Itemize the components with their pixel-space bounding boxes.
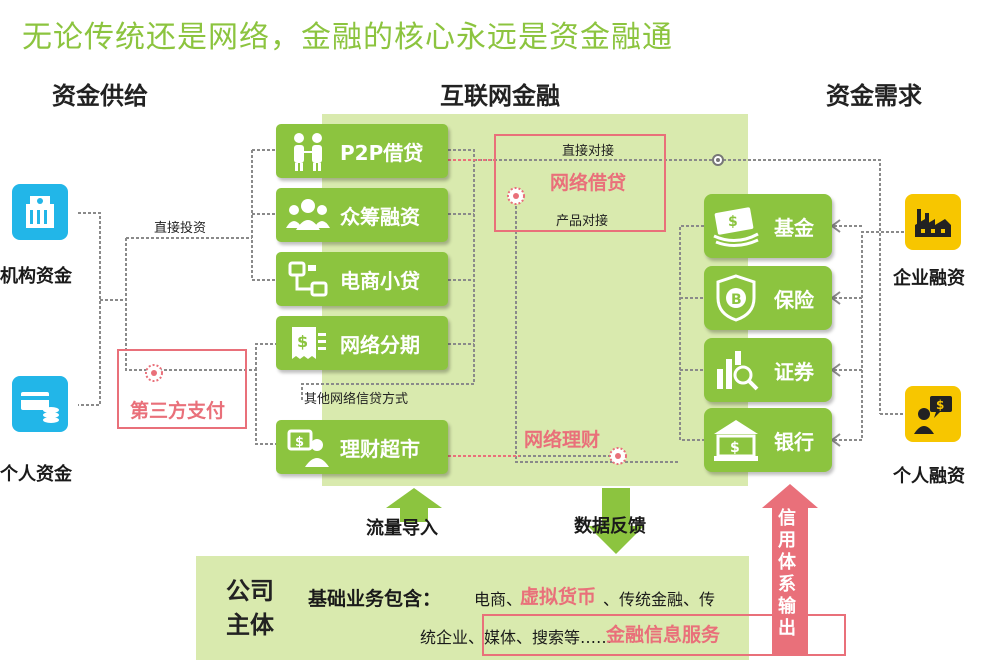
online-lending-box — [494, 134, 666, 232]
people-exchange-icon — [286, 129, 330, 173]
network-nodes-icon — [286, 257, 330, 301]
company-line1-b: 、传统金融、传 — [603, 590, 716, 609]
card-coins-icon — [12, 376, 68, 432]
online-installment-label: 网络分期 — [340, 332, 420, 357]
direct-connect-label: 直接对接 — [562, 144, 615, 159]
third-party-pay-label: 第三方支付 — [130, 400, 226, 422]
personal-financing-label: 个人融资 — [893, 466, 965, 487]
online-wealth-label: 网络理财 — [524, 429, 601, 451]
securities-label: 证券 — [774, 359, 814, 384]
p2p-lending-label: P2P借贷 — [340, 140, 424, 165]
bank-icon: $ — [710, 414, 762, 466]
bank-label: 银行 — [774, 429, 814, 454]
fund-label: 基金 — [774, 215, 814, 240]
product-connect-label: 产品对接 — [556, 214, 609, 229]
receipt-icon: $ — [286, 321, 330, 365]
crowdfunding-button[interactable]: 众筹融资 — [276, 188, 448, 242]
chart-magnifier-icon — [710, 344, 762, 396]
svg-text:$: $ — [728, 214, 738, 230]
institution-funds-label: 机构资金 — [0, 266, 72, 287]
ecommerce-loan-button[interactable]: 电商小贷 — [276, 252, 448, 306]
direct-invest-label: 直接投资 — [154, 221, 207, 236]
enterprise-financing-label: 企业融资 — [893, 268, 965, 289]
svg-text:$: $ — [730, 440, 740, 456]
bank-button[interactable]: $ 银行 — [704, 408, 832, 472]
ecommerce-loan-label: 电商小贷 — [340, 268, 420, 293]
shield-coin-icon: B — [710, 272, 762, 324]
company-line2-a: 统企业、媒体、搜索等…… — [420, 628, 613, 647]
fund-button[interactable]: $ 基金 — [704, 194, 832, 258]
feedback-down-arrow — [588, 488, 644, 554]
other-credit-methods-label: 其他网络信贷方式 — [304, 392, 409, 407]
company-lead-text: 基础业务包含： — [308, 588, 442, 610]
svg-text:B: B — [731, 292, 742, 308]
traffic-label: 流量导入 — [366, 518, 438, 539]
svg-text:$: $ — [295, 435, 304, 450]
crowdfunding-label: 众筹融资 — [340, 204, 420, 229]
insurance-button[interactable]: B 保险 — [704, 266, 832, 330]
person-money-icon: $ — [905, 386, 961, 442]
wealth-supermarket-label: 理财超市 — [340, 436, 420, 461]
online-installment-button[interactable]: $ 网络分期 — [276, 316, 448, 370]
header-demand: 资金需求 — [826, 82, 922, 110]
money-icon: $ — [710, 200, 762, 252]
third-party-pay-box — [117, 349, 247, 429]
svg-text:$: $ — [936, 398, 944, 412]
company-title: 公司主体 — [226, 577, 274, 639]
securities-button[interactable]: 证券 — [704, 338, 832, 402]
online-lending-label: 网络借贷 — [550, 172, 627, 194]
credit-output-arrow — [762, 484, 818, 654]
traffic-up-arrow — [386, 488, 442, 522]
company-line1-a: 电商、 — [474, 590, 523, 609]
page-title: 无论传统还是网络，金融的核心永远是资金融通 — [22, 20, 673, 55]
wealth-supermarket-button[interactable]: $ 理财超市 — [276, 420, 448, 474]
virtual-currency-label: 虚拟货币 — [520, 586, 597, 608]
credit-output-label: 信用体系输出 — [778, 508, 796, 639]
financial-info-service-box — [482, 614, 846, 656]
header-internet-finance: 互联网金融 — [440, 82, 560, 110]
crowd-icon — [286, 193, 330, 237]
svg-text:$: $ — [297, 332, 308, 351]
p2p-lending-button[interactable]: P2P借贷 — [276, 124, 448, 178]
insurance-label: 保险 — [774, 287, 814, 312]
institution-building-icon — [12, 184, 68, 240]
financial-info-service-label: 金融信息服务 — [606, 624, 721, 646]
feedback-label: 数据反馈 — [574, 516, 646, 537]
factory-icon — [905, 194, 961, 250]
individual-funds-label: 个人资金 — [0, 464, 72, 485]
header-supply: 资金供给 — [52, 82, 148, 110]
advisor-icon: $ — [286, 425, 330, 469]
company-main-panel — [196, 556, 749, 660]
